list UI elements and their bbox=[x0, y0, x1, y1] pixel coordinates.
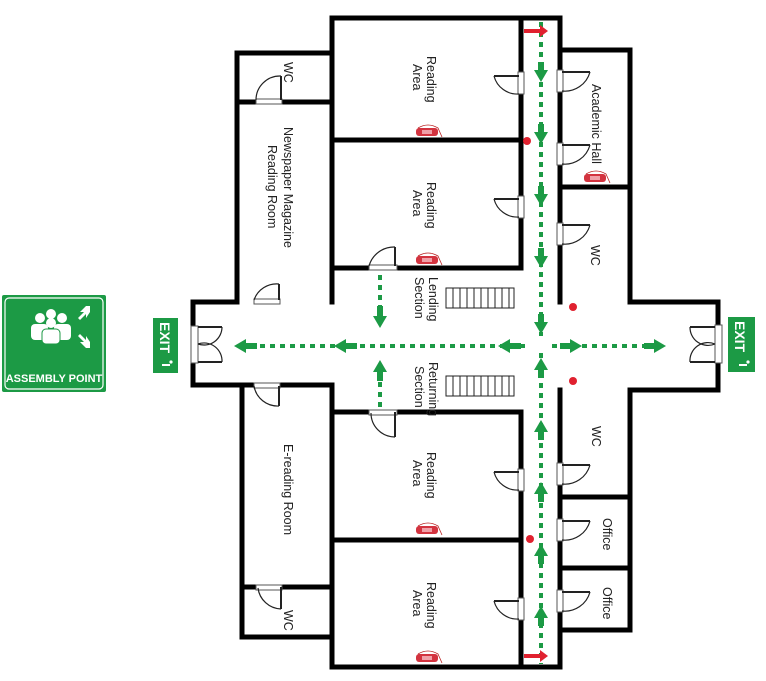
fire-extinguisher-icon bbox=[416, 252, 443, 266]
room-label-reading-4-line1: Reading bbox=[424, 582, 438, 629]
door bbox=[493, 71, 525, 95]
staircase-lending bbox=[445, 287, 515, 309]
doors bbox=[190, 69, 723, 621]
door bbox=[556, 589, 591, 613]
room-label-newspaper-line2: Reading Room bbox=[265, 145, 279, 228]
room-label-office: Office bbox=[600, 518, 614, 550]
room-labels: WC Newspaper Magazine Reading Room Readi… bbox=[265, 56, 614, 631]
door bbox=[253, 382, 281, 407]
door bbox=[556, 518, 591, 542]
fire-extinguisher-icon bbox=[416, 522, 443, 536]
fire-alarm-icon bbox=[526, 535, 534, 543]
room-label-wc: WC bbox=[281, 62, 295, 83]
exit-sign-left: EXIT bbox=[153, 318, 178, 373]
fire-alarm-icon bbox=[569, 303, 577, 311]
running-man-icon bbox=[162, 360, 173, 366]
people-group-icon bbox=[31, 309, 71, 345]
room-label-reading-3-line2: Area bbox=[410, 460, 424, 486]
room-label-e-reading: E-reading Room bbox=[281, 444, 295, 535]
assembly-point-label: ASSEMBLY POINT bbox=[6, 373, 103, 385]
door bbox=[556, 69, 591, 93]
room-label-reading-3-line1: Reading bbox=[424, 452, 438, 499]
room-label-office: Office bbox=[600, 587, 614, 619]
fire-extinguisher-icon bbox=[416, 650, 443, 664]
room-label-lending-line1: Lending bbox=[426, 277, 440, 322]
room-label-reading-4-line2: Area bbox=[410, 590, 424, 616]
fire-hose-icon bbox=[524, 25, 548, 662]
door bbox=[368, 246, 398, 271]
arrow-up-icon bbox=[373, 358, 548, 626]
door bbox=[556, 462, 591, 486]
room-label-academic-hall: Academic Hall bbox=[589, 84, 603, 164]
room-label-returning-line1: Returning bbox=[426, 362, 440, 416]
door bbox=[255, 75, 283, 105]
exit-label-right: EXIT bbox=[732, 321, 748, 353]
room-label-wc: WC bbox=[588, 245, 602, 266]
room-label-returning-line2: Section bbox=[412, 366, 426, 408]
building-walls bbox=[190, 15, 721, 670]
door bbox=[493, 195, 525, 219]
room-label-reading-2-line1: Reading bbox=[424, 182, 438, 229]
staircase-returning bbox=[445, 375, 515, 397]
fire-alarm-points bbox=[523, 137, 577, 543]
fire-alarm-icon bbox=[569, 377, 577, 385]
running-man-icon bbox=[739, 360, 750, 366]
exit-sign-right: EXIT bbox=[728, 317, 755, 372]
door bbox=[493, 597, 525, 621]
room-label-reading-1-line1: Reading bbox=[424, 56, 438, 103]
exit-door-right bbox=[689, 324, 723, 364]
arrow-left-icon bbox=[234, 339, 521, 353]
assembly-point-sign: ASSEMBLY POINT bbox=[2, 295, 106, 392]
fire-extinguishers bbox=[416, 124, 611, 664]
door bbox=[556, 142, 591, 166]
room-label-reading-1-line2: Area bbox=[410, 64, 424, 90]
fire-extinguisher-icon bbox=[416, 124, 443, 138]
door bbox=[253, 283, 281, 305]
room-label-reading-2-line2: Area bbox=[410, 190, 424, 216]
arrow-down-icon bbox=[373, 62, 548, 334]
door bbox=[556, 222, 591, 246]
room-label-wc: WC bbox=[589, 426, 603, 447]
arrow-inward-icon bbox=[78, 306, 90, 348]
room-label-newspaper-line1: Newspaper Magazine bbox=[281, 127, 295, 248]
door bbox=[368, 409, 398, 438]
fire-alarm-icon bbox=[523, 137, 531, 145]
exit-label-left: EXIT bbox=[157, 322, 173, 354]
room-label-lending-line2: Section bbox=[412, 277, 426, 319]
door bbox=[255, 584, 283, 610]
evacuation-routes bbox=[234, 22, 666, 664]
door bbox=[493, 468, 525, 492]
exit-door-left bbox=[190, 325, 223, 364]
fire-extinguisher-icon bbox=[584, 170, 611, 184]
room-label-wc: WC bbox=[281, 610, 295, 631]
arrow-right-icon bbox=[560, 339, 666, 353]
